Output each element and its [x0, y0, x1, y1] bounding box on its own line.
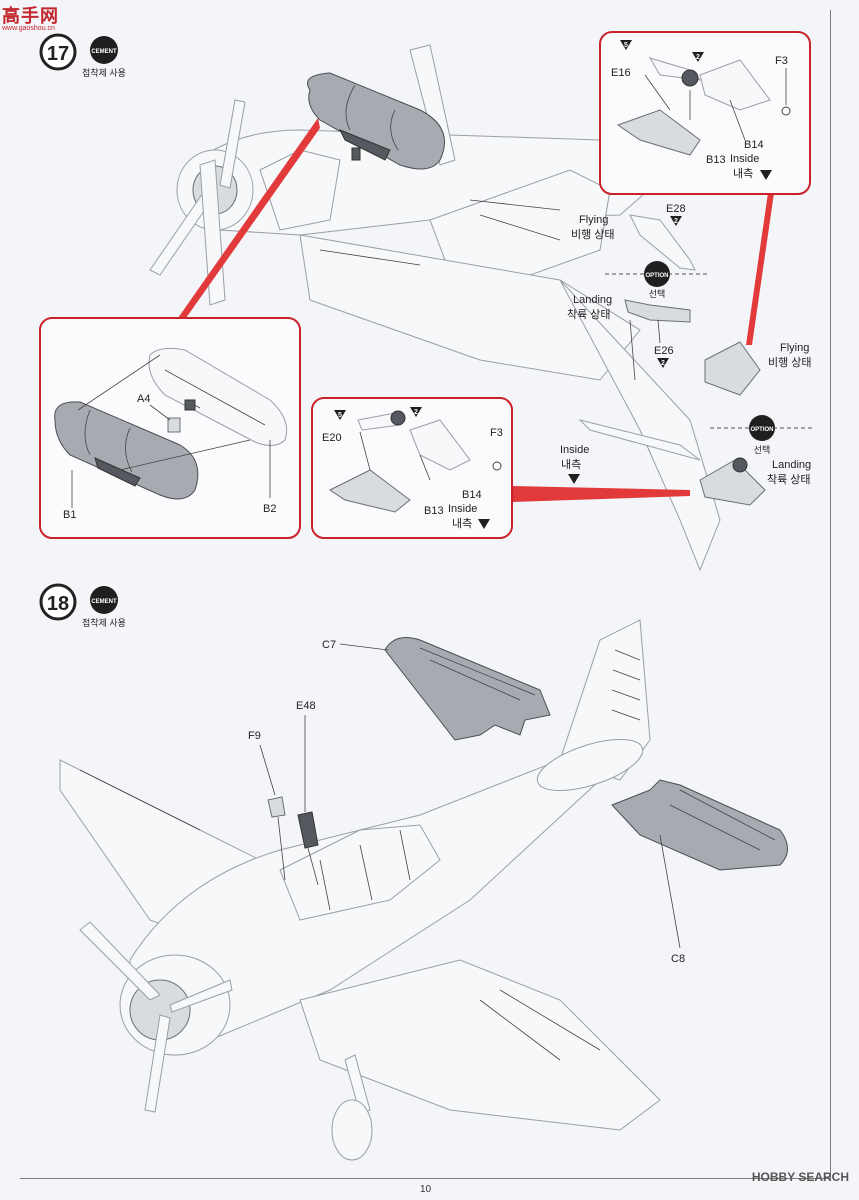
step-18-badge: [39, 583, 77, 621]
part-f3-mid-label: F3: [490, 427, 503, 439]
callout-num-2-top: 2: [696, 54, 700, 61]
inside-mid-label: Inside: [448, 503, 477, 515]
step-18-cement-label: CEMENT: [91, 599, 117, 605]
inside-wing-kr-label: 내측: [561, 458, 581, 471]
part-b2-label: B2: [263, 503, 276, 515]
watermark-top-text: 高手网: [2, 6, 59, 26]
watermark-right-text: HOBBY SEARCH: [751, 1170, 849, 1184]
step-18-number: 18: [47, 593, 69, 615]
step-17-cement-caption: 접착제 사용: [82, 67, 126, 78]
step-17-header: 17 CEMENT 접착제 사용: [39, 33, 126, 78]
part-c8: C8: [611, 779, 788, 965]
page-frame: [20, 10, 831, 1179]
watermark-bottom-text: www.gaoshou.cn: [2, 25, 55, 32]
callout-num-5-top: 5: [624, 42, 628, 49]
cement-icon: [90, 36, 118, 64]
option-1-kr-label: 선택: [649, 289, 666, 299]
step-17-callout-rays: [178, 118, 774, 502]
callout-num-2-e26: 2: [661, 360, 665, 367]
part-e48-f9: E48 F9: [248, 700, 319, 886]
option-2-badge-label: OPTION: [750, 427, 773, 433]
inside-wing-label: Inside: [560, 444, 589, 456]
step-18-header: 18 CEMENT 접착제 사용: [39, 583, 126, 628]
landing-2-kr-label: 착륙 상태: [767, 473, 811, 486]
watermark-logo: 高手网 www.gaoshou.cn: [2, 2, 72, 38]
callout-num-2-mid: 2: [414, 409, 418, 416]
cement-icon: [90, 586, 118, 614]
page-number: 10: [420, 1184, 432, 1195]
part-e28-label: E28: [666, 203, 686, 215]
callout-drop-tank: A4 B1 B2: [39, 317, 301, 539]
step-17-number: 17: [47, 43, 69, 65]
flying-2-kr-label: 비행 상태: [768, 356, 812, 369]
part-b13-top-label: B13: [706, 154, 726, 166]
step-17-drop-tank: [307, 72, 445, 170]
step-17-cement-label: CEMENT: [91, 49, 117, 55]
part-b13-mid-label: B13: [424, 505, 444, 517]
part-c7-label: C7: [322, 639, 336, 651]
flying-2-label: Flying: [780, 342, 809, 354]
flying-1-label: Flying: [579, 214, 608, 226]
part-e16-label: E16: [611, 67, 631, 79]
part-f3-top-label: F3: [775, 55, 788, 67]
callout-num-5-mid: 5: [338, 412, 342, 419]
part-e20-label: E20: [322, 432, 342, 444]
part-f9-label: F9: [248, 730, 261, 742]
gear-options-mid: E28 2 Flying 비행 상태 OPTION 선택 Landing 착륙 …: [560, 203, 815, 506]
option-1-badge-label: OPTION: [645, 273, 668, 279]
part-c8-label: C8: [671, 953, 685, 965]
step-18-aircraft: [59, 619, 661, 1161]
step-18-cement-caption: 접착제 사용: [82, 617, 126, 628]
part-b1-label: B1: [63, 509, 76, 521]
part-c7: C7: [322, 637, 551, 741]
flying-1-kr-label: 비행 상태: [571, 228, 615, 241]
inside-mid-kr-label: 내측: [452, 517, 472, 530]
callout-mid-gear: 5 2 E20 F3 B14 Inside 내측 B13: [311, 397, 513, 539]
part-e48-label: E48: [296, 700, 316, 712]
step-17-badge: [39, 33, 77, 71]
callout-num-2-e28: 2: [674, 218, 678, 225]
inside-top-label: Inside: [730, 153, 759, 165]
part-b14-mid-label: B14: [462, 489, 482, 501]
landing-1-kr-label: 착륙 상태: [567, 308, 611, 321]
part-e26-label: E26: [654, 345, 674, 357]
part-b14-top-label: B14: [744, 139, 764, 151]
inside-top-kr-label: 내측: [733, 167, 753, 180]
option-2-kr-label: 선택: [754, 445, 771, 455]
callout-top-gear: 5 2 E16 F3 B14 Inside 내측 B13: [599, 31, 811, 195]
part-a4-label: A4: [137, 393, 150, 405]
landing-2-label: Landing: [772, 459, 811, 471]
landing-1-label: Landing: [573, 294, 612, 306]
